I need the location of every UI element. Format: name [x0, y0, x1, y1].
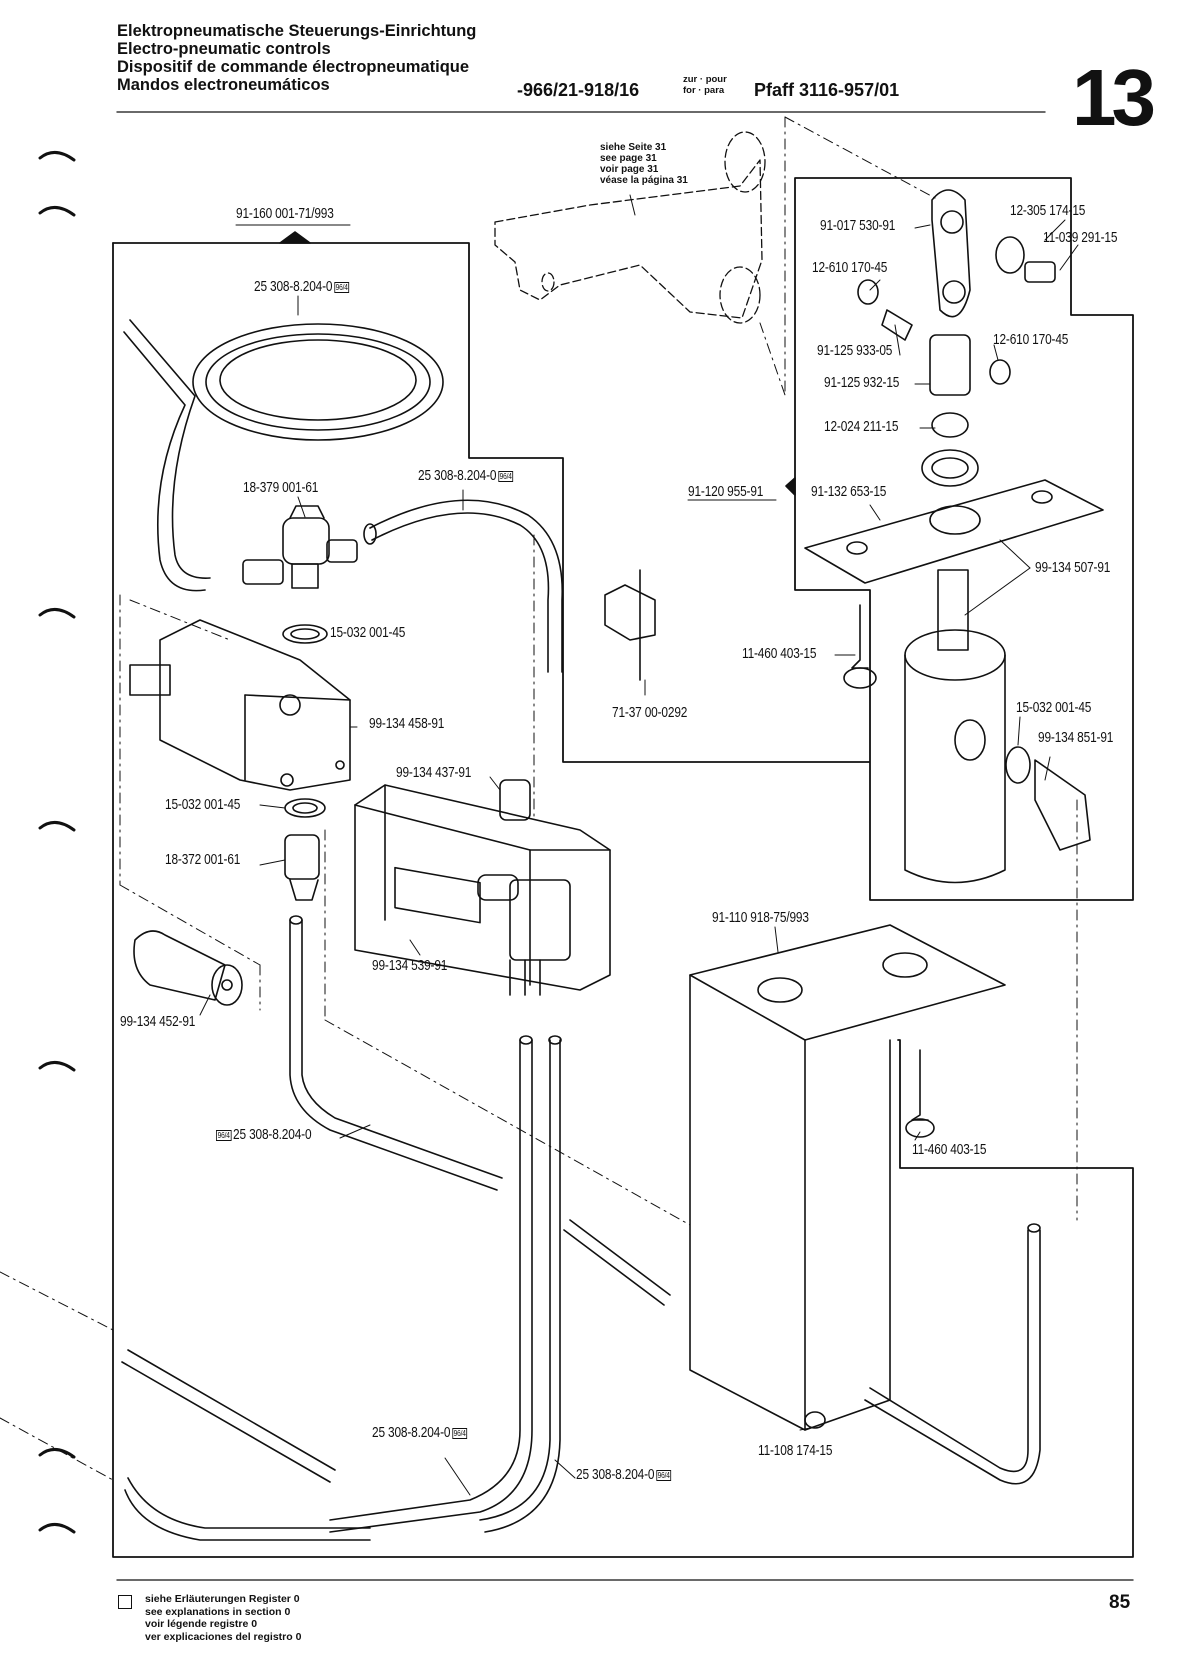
for-de-fr: zur · pour: [683, 74, 727, 85]
label-assembly-right: 91-120 955-91: [688, 484, 764, 500]
for-en-es: for · para: [683, 85, 725, 96]
tube-bottom-b-number: 25 308-8.204-0: [576, 1467, 655, 1483]
ref-tag: 96/4: [334, 281, 350, 293]
label-assembly-left: 91-160 001-71/993: [236, 206, 334, 222]
label-wood-screw-upper: 11-460 403-15: [742, 646, 817, 662]
tube-top-number: 25 308-8.204-0: [254, 279, 333, 295]
lever-reference-part: [494, 131, 766, 324]
footer-fr: voir légende registre 0: [145, 1618, 258, 1630]
legend-box-icon: [118, 1595, 132, 1609]
link-drawing: [857, 189, 1056, 487]
label-elbow: 99-134 851-91: [1038, 730, 1114, 746]
see-page-fr: voir page 31: [600, 164, 659, 175]
label-solenoid: 99-134 458-91: [369, 716, 445, 732]
label-screw-link: 12-305 174-15: [1010, 203, 1086, 219]
label-tee-fitting: 18-379 001-61: [243, 480, 319, 496]
label-bolt: 11-039 291-15: [1043, 230, 1118, 246]
label-clevis: 91-125 932-15: [824, 375, 900, 391]
label-nut: 12-024 211-15: [824, 419, 899, 435]
tee-fitting-drawing: [242, 505, 358, 644]
label-silencer: 99-134 452-91: [120, 1014, 196, 1030]
label-retaining-ring-b: 12-610 170-45: [993, 332, 1069, 348]
label-washer-lower: 15-032 001-45: [165, 797, 241, 813]
assembly-marker: [279, 231, 311, 244]
footer-de: siehe Erläuterungen Register 0: [145, 1593, 300, 1605]
label-bracket: 91-110 918-75/993: [712, 910, 809, 926]
binder-hole-marks: [38, 151, 76, 1534]
model-name: Pfaff 3116-957/01: [754, 80, 900, 100]
label-plate: 91-132 653-15: [811, 484, 887, 500]
label-screw-bottom: 11-108 174-15: [758, 1443, 833, 1459]
title-de: Elektropneumatische Steuerungs-Einrichtu…: [117, 22, 477, 40]
label-knob: 99-134 437-91: [396, 765, 472, 781]
see-page-es: véase la página 31: [600, 175, 688, 186]
tube-lower-left-number: 25 308-8.204-0: [233, 1127, 312, 1143]
coiled-tube-drawing: [123, 319, 444, 592]
see-page-en: see page 31: [600, 153, 657, 164]
title-es: Mandos electroneumáticos: [117, 76, 330, 94]
label-cylinder: 99-134 507-91: [1035, 560, 1111, 576]
machine-code: -966/21-918/16: [517, 80, 640, 100]
cylinder-drawing: [804, 479, 1104, 884]
silencer-drawing: [133, 930, 243, 1006]
tube-holder-drawing: [604, 569, 656, 681]
assembly-frame: [112, 177, 1134, 901]
see-page-de: siehe Seite 31: [600, 142, 667, 153]
label-valve: 99-134 539-91: [372, 958, 448, 974]
page-number: 85: [1109, 1592, 1131, 1613]
footer-es: ver explicaciones del registro 0: [145, 1630, 302, 1643]
label-pin: 91-125 933-05: [817, 343, 893, 359]
for-label: zur · pour for · para: [683, 74, 727, 96]
tube-middle-number: 25 308-8.204-0: [418, 468, 497, 484]
see-page-note: siehe Seite 31 see page 31 voir page 31 …: [600, 142, 688, 186]
title-fr: Dispositif de commande électropneumatiqu…: [117, 58, 470, 76]
label-washer-cyl: 15-032 001-45: [1016, 700, 1092, 716]
label-wood-screw-lower: 11-460 403-15: [912, 1142, 987, 1158]
footer-en: see explanations in section 0: [145, 1605, 291, 1618]
bracket-drawing: [689, 924, 1006, 1431]
solenoid-drawing: [129, 619, 351, 901]
label-washer-upper: 15-032 001-45: [330, 625, 406, 641]
ref-tag: 96/4: [452, 1427, 468, 1439]
label-tube-holder: 71-37 00-0292: [612, 705, 688, 721]
ref-tag: 96/4: [216, 1129, 232, 1141]
label-fitting-lower: 18-372 001-61: [165, 852, 241, 868]
label-link: 91-017 530-91: [820, 218, 896, 234]
tube-lines: [121, 915, 1041, 1541]
screws-drawing: [804, 604, 935, 1429]
footer-note: siehe Erläuterungen Register 0 see expla…: [145, 1593, 301, 1643]
tube-bottom-a-number: 25 308-8.204-0: [372, 1425, 451, 1441]
valve-drawing: [354, 779, 611, 996]
ref-tag: 96/4: [656, 1469, 672, 1481]
title-en: Electro-pneumatic controls: [117, 40, 331, 58]
section-number: 13: [1072, 53, 1156, 142]
header-titles: Elektropneumatische Steuerungs-Einrichtu…: [117, 22, 476, 94]
label-retaining-ring-a: 12-610 170-45: [812, 260, 888, 276]
ref-tag: 96/4: [498, 470, 514, 482]
